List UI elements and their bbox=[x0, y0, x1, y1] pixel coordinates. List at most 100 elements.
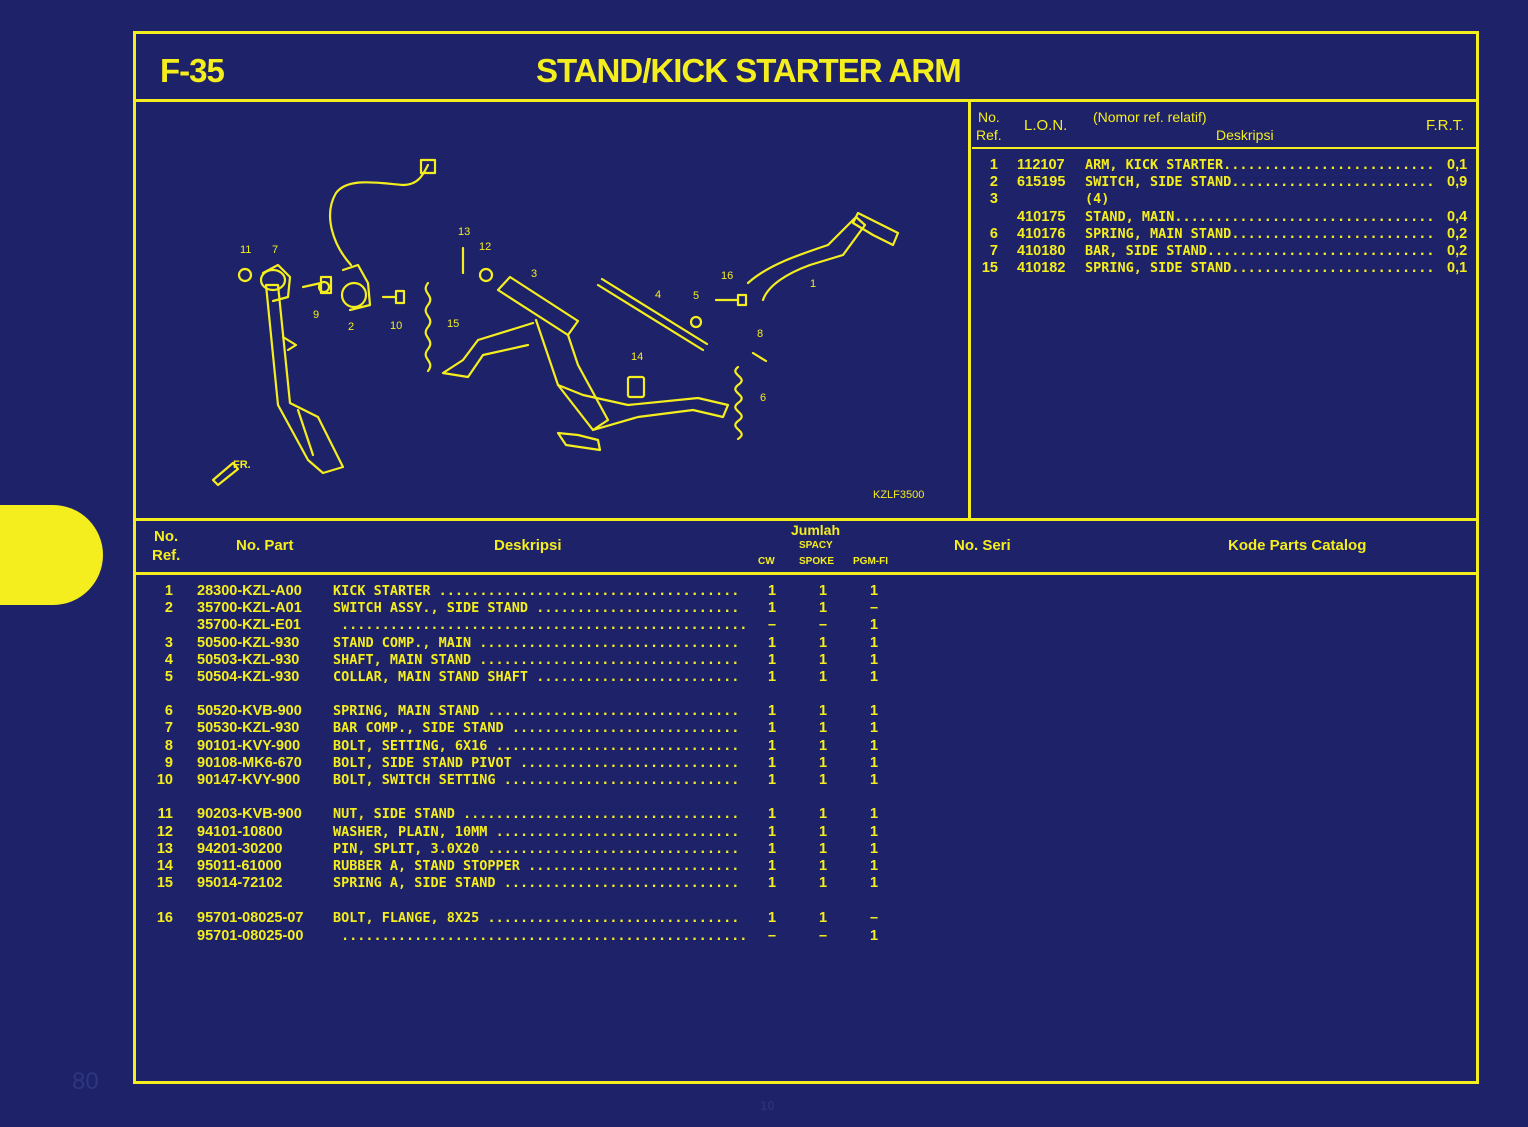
side-stand-switch bbox=[340, 281, 368, 309]
table-row: 7 50530-KZL-930 BAR COMP., SIDE STAND ....… bbox=[0, 720, 1528, 737]
qty-cw: 1 bbox=[768, 875, 777, 891]
table-row: 35700-KZL-E01...........................… bbox=[0, 617, 1528, 634]
callout-7: 7 bbox=[272, 244, 278, 256]
part-description: BOLT, SWITCH SETTING ...................… bbox=[333, 772, 741, 788]
divider bbox=[133, 99, 1479, 102]
part-number: 50530-KZL-930 bbox=[197, 720, 300, 736]
part-description: KICK STARTER ...........................… bbox=[333, 583, 741, 599]
dot-leader: ........................................… bbox=[479, 652, 741, 668]
dot-leader: ........................................… bbox=[341, 928, 749, 944]
qty-cw: 1 bbox=[768, 910, 777, 926]
ref-description-text: (4) bbox=[1085, 191, 1110, 207]
parts-header-no: No. bbox=[154, 528, 179, 545]
qty-spoke: 1 bbox=[819, 755, 828, 771]
callout-9: 9 bbox=[313, 309, 319, 321]
ref-description: STAND, MAIN.............................… bbox=[1085, 209, 1435, 225]
part-description-text: BOLT, FLANGE, 8X25 bbox=[333, 910, 480, 926]
callout-13: 13 bbox=[458, 226, 470, 238]
qty-spoke: 1 bbox=[819, 858, 828, 874]
qty-pgm-fi: 1 bbox=[870, 617, 879, 633]
part-description: RUBBER A, STAND STOPPER ................… bbox=[333, 858, 741, 874]
callout-11: 11 bbox=[240, 244, 251, 256]
qty-spoke: 1 bbox=[819, 824, 828, 840]
row-ref: 1 bbox=[164, 583, 173, 599]
qty-cw: 1 bbox=[768, 772, 777, 788]
callout-3: 3 bbox=[531, 268, 537, 280]
ref-header-frt: F.R.T. bbox=[1426, 117, 1465, 134]
row-ref: 7 bbox=[164, 720, 173, 736]
part-description-text: STAND COMP., MAIN bbox=[333, 635, 472, 651]
lon-code: 410180 bbox=[1017, 243, 1066, 259]
row-ref: 5 bbox=[164, 669, 173, 685]
dot-leader: ........................................… bbox=[519, 755, 741, 771]
part-number: 50500-KZL-930 bbox=[197, 635, 300, 651]
part-description: SPRING, MAIN STAND .....................… bbox=[333, 703, 741, 719]
part-description-text: RUBBER A, STAND STOPPER bbox=[333, 858, 520, 874]
dot-leader: ................................ bbox=[1174, 209, 1435, 225]
qty-cw: 1 bbox=[768, 635, 777, 651]
ref-header-ref: Ref. bbox=[976, 127, 1002, 143]
qty-cw: 1 bbox=[768, 583, 777, 599]
dot-leader: ......................... bbox=[1231, 174, 1435, 190]
row-ref: 6 bbox=[164, 703, 173, 719]
qty-spoke: 1 bbox=[819, 806, 828, 822]
chapter-tab bbox=[0, 505, 103, 605]
dot-leader: ........................................… bbox=[487, 703, 741, 719]
part-number: 95014-72102 bbox=[197, 875, 283, 891]
ref-header-no: No. bbox=[978, 109, 1000, 125]
frt-value: 0,1 bbox=[1447, 157, 1468, 173]
ref-description-text: SWITCH, SIDE STAND bbox=[1085, 174, 1232, 190]
qty-spoke: 1 bbox=[819, 669, 828, 685]
exploded-diagram: 11 7 9 2 10 15 13 12 3 4 5 16 1 8 14 6 F… bbox=[211, 158, 924, 501]
part-description: ........................................… bbox=[341, 928, 749, 944]
part-number: 94201-30200 bbox=[197, 841, 283, 857]
ref-description: BAR, SIDE STAND.........................… bbox=[1085, 243, 1435, 259]
ref-description-text: BAR, SIDE STAND bbox=[1085, 243, 1207, 259]
part-number: 28300-KZL-A00 bbox=[197, 583, 302, 599]
qty-pgm-fi: 1 bbox=[870, 738, 879, 754]
section-code: F-35 bbox=[160, 52, 225, 89]
parts-header-cw: CW bbox=[758, 556, 775, 567]
part-description: COLLAR, MAIN STAND SHAFT ...............… bbox=[333, 669, 741, 685]
part-description-text: BAR COMP., SIDE STAND bbox=[333, 720, 504, 736]
row-ref: 4 bbox=[164, 652, 173, 668]
ref-number: 6 bbox=[989, 226, 998, 242]
qty-pgm-fi: 1 bbox=[870, 928, 879, 944]
callout-8: 8 bbox=[757, 328, 763, 340]
frt-value: 0,9 bbox=[1447, 174, 1468, 190]
dot-leader: ........................................… bbox=[536, 669, 741, 685]
dot-leader: ........................................… bbox=[511, 720, 741, 736]
frt-value: 0,4 bbox=[1447, 209, 1468, 225]
qty-cw: 1 bbox=[768, 703, 777, 719]
row-ref: 8 bbox=[164, 738, 173, 754]
qty-spoke: 1 bbox=[819, 583, 828, 599]
part-description: SWITCH ASSY., SIDE STAND ...............… bbox=[333, 600, 741, 616]
dot-leader: ........................................… bbox=[495, 824, 741, 840]
qty-pgm-fi: 1 bbox=[870, 858, 879, 874]
row-ref: 16 bbox=[156, 910, 173, 926]
catalog-frame bbox=[133, 31, 1479, 1084]
part-description-text: SHAFT, MAIN STAND bbox=[333, 652, 472, 668]
callout-10: 10 bbox=[390, 320, 402, 332]
qty-spoke: 1 bbox=[819, 600, 828, 616]
qty-cw: 1 bbox=[768, 600, 777, 616]
part-number: 94101-10800 bbox=[197, 824, 283, 840]
qty-pgm-fi: 1 bbox=[870, 669, 879, 685]
divider bbox=[972, 147, 1479, 149]
side-stand-spring bbox=[424, 281, 432, 373]
divider bbox=[968, 99, 971, 519]
part-number: 50503-KZL-930 bbox=[197, 652, 300, 668]
lon-code: 410182 bbox=[1017, 260, 1066, 276]
dot-leader: .......................... bbox=[1223, 157, 1435, 173]
row-ref: 9 bbox=[164, 755, 173, 771]
callout-16: 16 bbox=[721, 270, 733, 282]
qty-pgm-fi: 1 bbox=[870, 806, 879, 822]
part-number: 35700-KZL-A01 bbox=[197, 600, 302, 616]
part-description: ........................................… bbox=[341, 617, 749, 633]
